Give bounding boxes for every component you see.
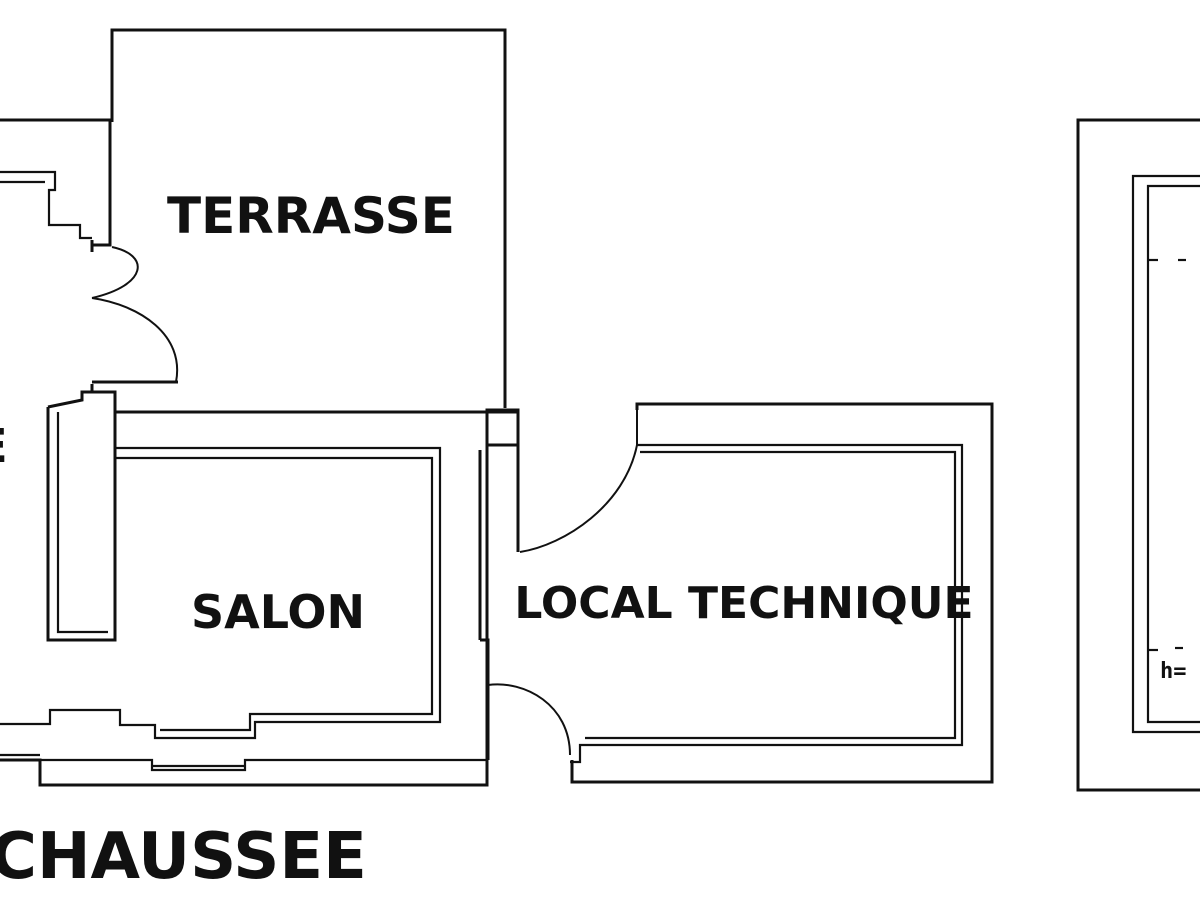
terrasse-door [91,246,179,383]
height-note: h= [1160,659,1187,684]
level-label: CHAUSSEE [0,820,367,894]
terrasse-label: TERRASSE [167,187,455,245]
left-room-label-fragment: E [0,419,8,473]
local-technique-walls [570,402,994,784]
passage-walls [478,408,520,760]
salon-label: SALON [191,585,365,639]
local-technique-label: LOCAL TECHNIQUE [514,578,973,629]
salon-walls [0,390,520,787]
passage-doors [487,410,638,756]
terrasse-area [92,28,507,408]
left-room-walls [0,118,112,392]
right-room-walls [1076,118,1200,792]
